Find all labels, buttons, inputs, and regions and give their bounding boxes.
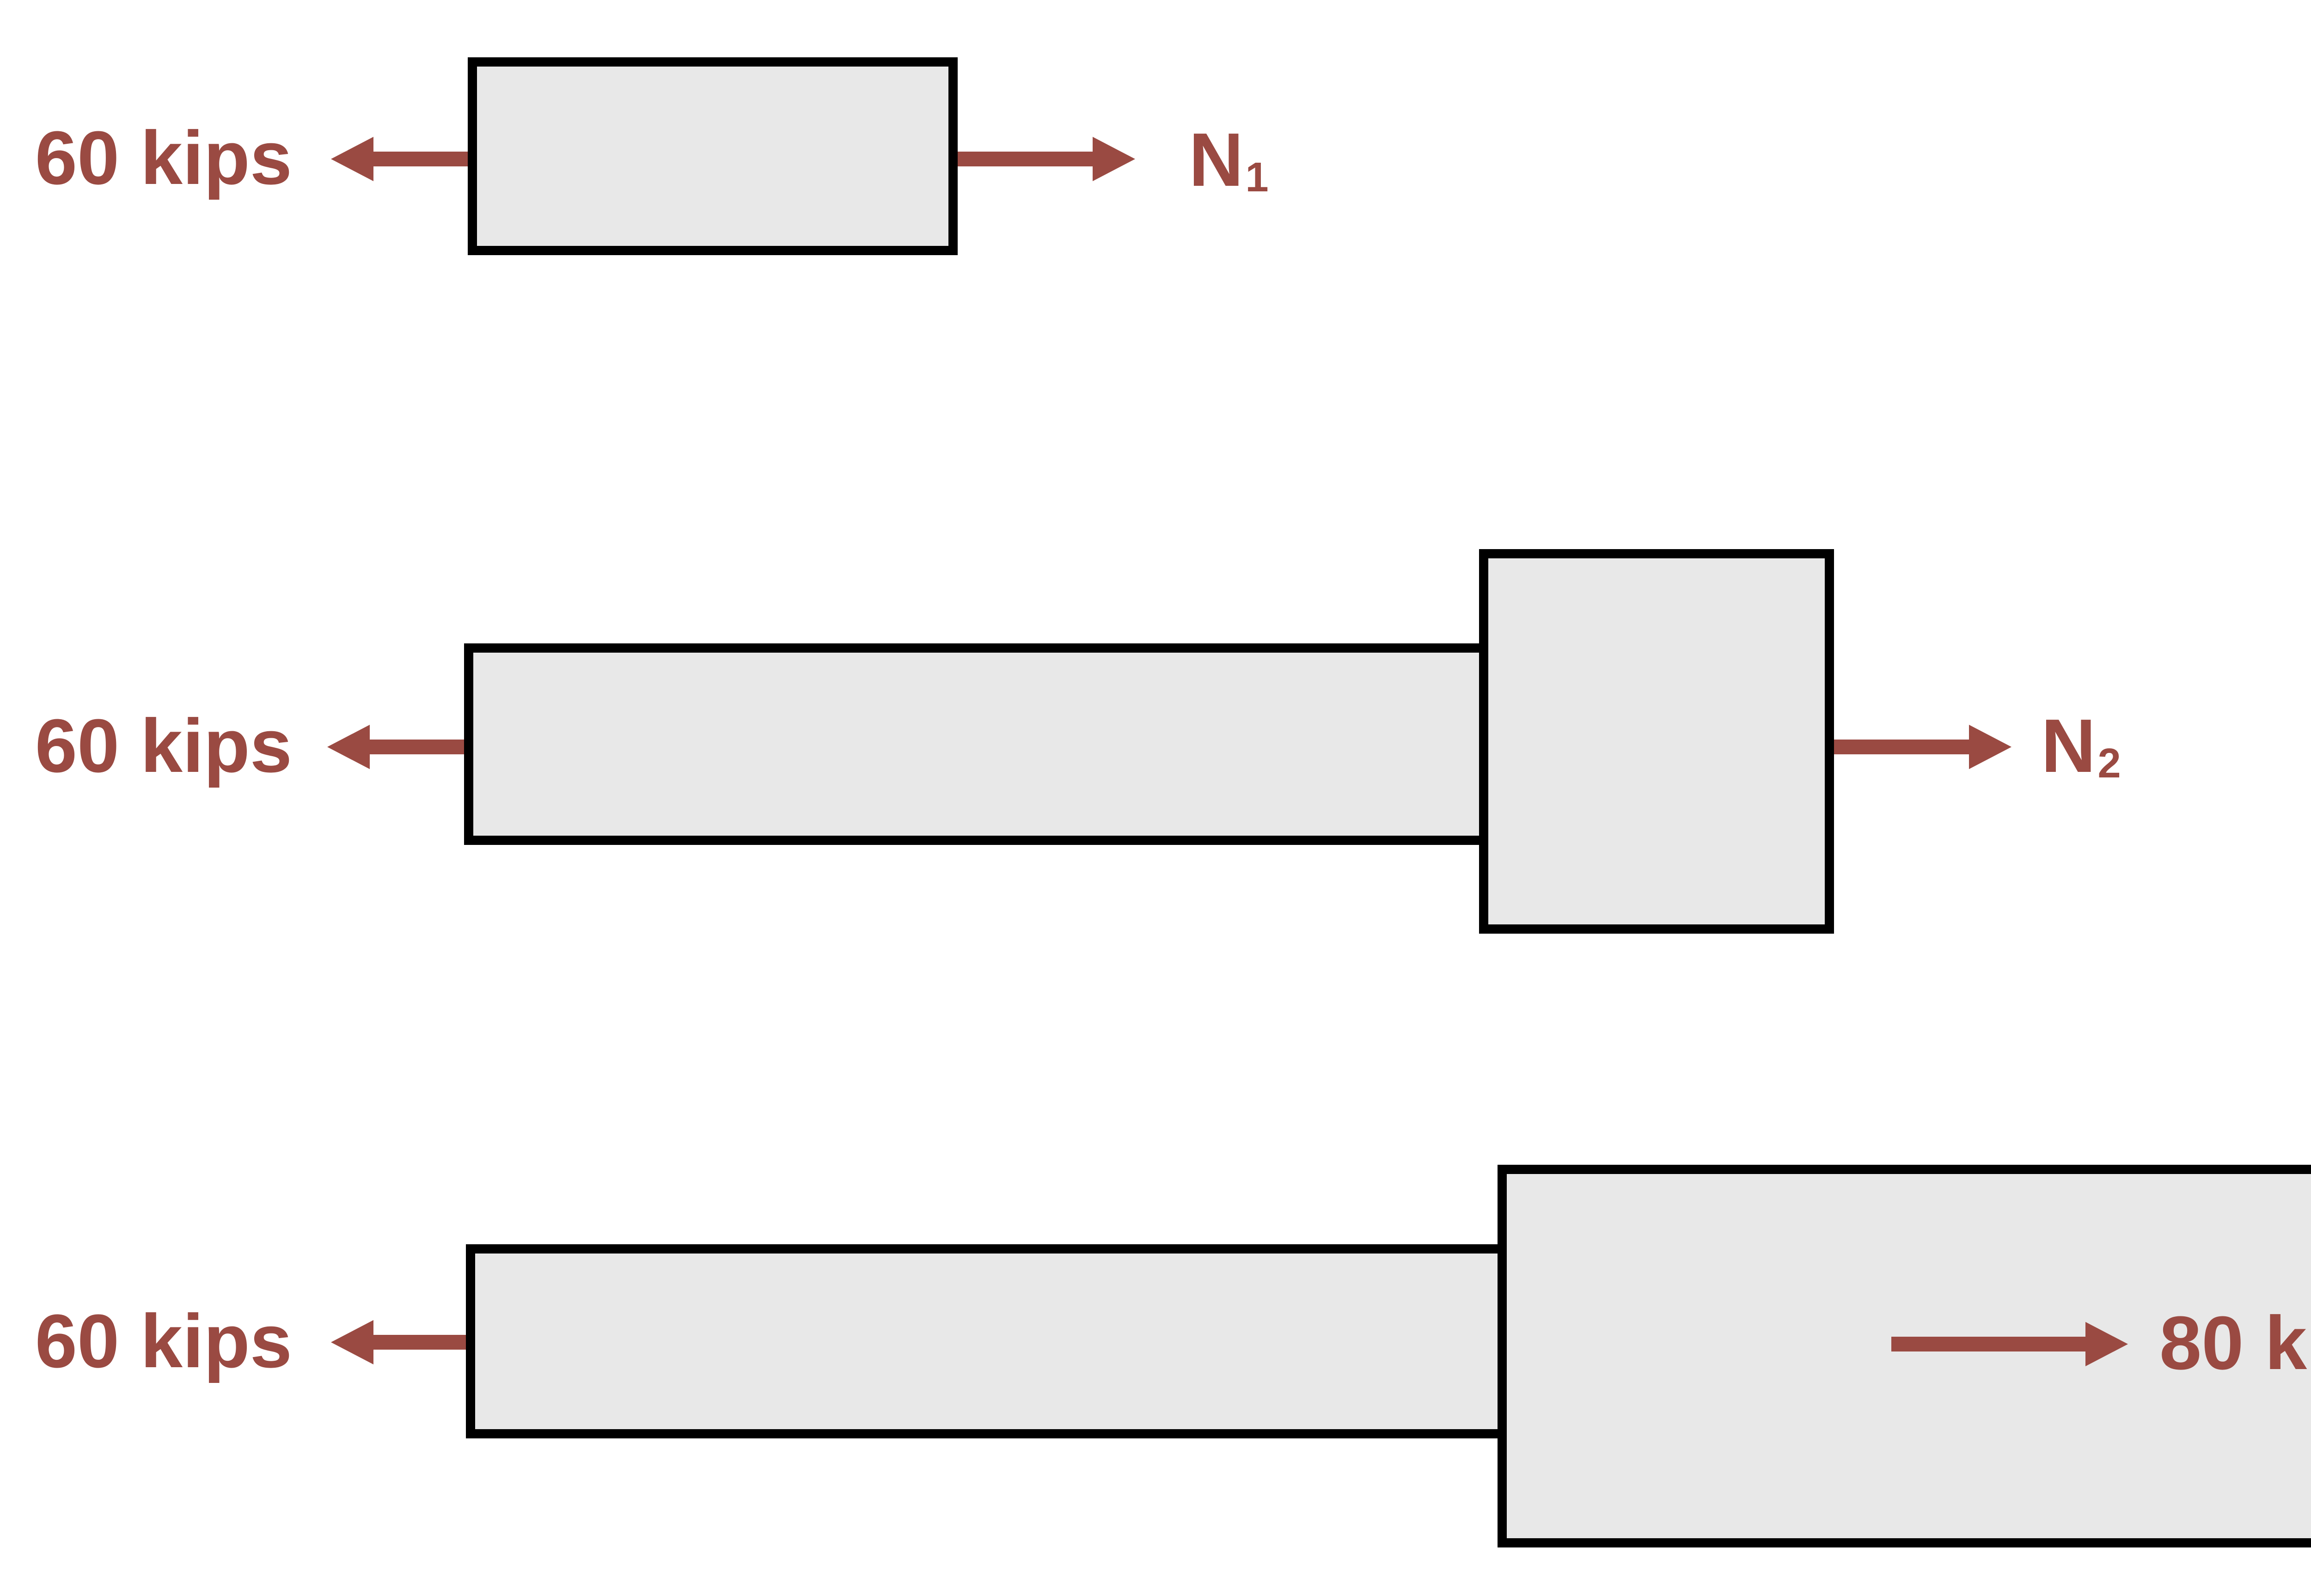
- fbd3-left-arrow-icon: [331, 1320, 466, 1364]
- fbd3-bar-segment: [466, 1244, 1498, 1438]
- arrow-shaft: [368, 740, 464, 754]
- fbd2-right-arrow-icon: [1834, 725, 2011, 769]
- fbd3-internal-load-label: 80 kips: [2159, 1301, 2311, 1386]
- fbd1-bar-segment: [468, 57, 958, 255]
- arrow-shaft: [372, 152, 468, 166]
- fbd1-right-arrow-icon: [958, 137, 1135, 181]
- fbd2-left-load-label: 60 kips: [35, 703, 292, 789]
- arrowhead-right-icon: [1093, 137, 1135, 181]
- fbd2-step-block: [1479, 549, 1834, 934]
- fbd3-step-block: [1498, 1165, 2311, 1547]
- fbd3-left-load-label: 60 kips: [35, 1299, 292, 1384]
- force-symbol: N: [1189, 117, 1244, 202]
- fbd1-left-load-label: 60 kips: [35, 116, 292, 201]
- force-symbol: N: [2041, 703, 2096, 789]
- arrow-shaft: [1891, 1337, 2087, 1351]
- fbd1-left-arrow-icon: [331, 137, 468, 181]
- arrowhead-left-icon: [331, 137, 373, 181]
- fbd2-left-arrow-icon: [327, 725, 464, 769]
- fbd3-internal-force-arrow-icon: [1891, 1322, 2128, 1366]
- arrowhead-left-icon: [327, 725, 370, 769]
- arrowhead-left-icon: [331, 1320, 373, 1364]
- arrow-shaft: [372, 1335, 466, 1350]
- arrow-shaft: [1834, 740, 1971, 754]
- arrowhead-right-icon: [2085, 1322, 2128, 1366]
- arrow-shaft: [958, 152, 1094, 166]
- arrowhead-right-icon: [1969, 725, 2011, 769]
- force-subscript: 1: [1245, 154, 1269, 201]
- force-subscript: 2: [2097, 740, 2121, 787]
- fbd2-bar-segment: [464, 643, 1479, 845]
